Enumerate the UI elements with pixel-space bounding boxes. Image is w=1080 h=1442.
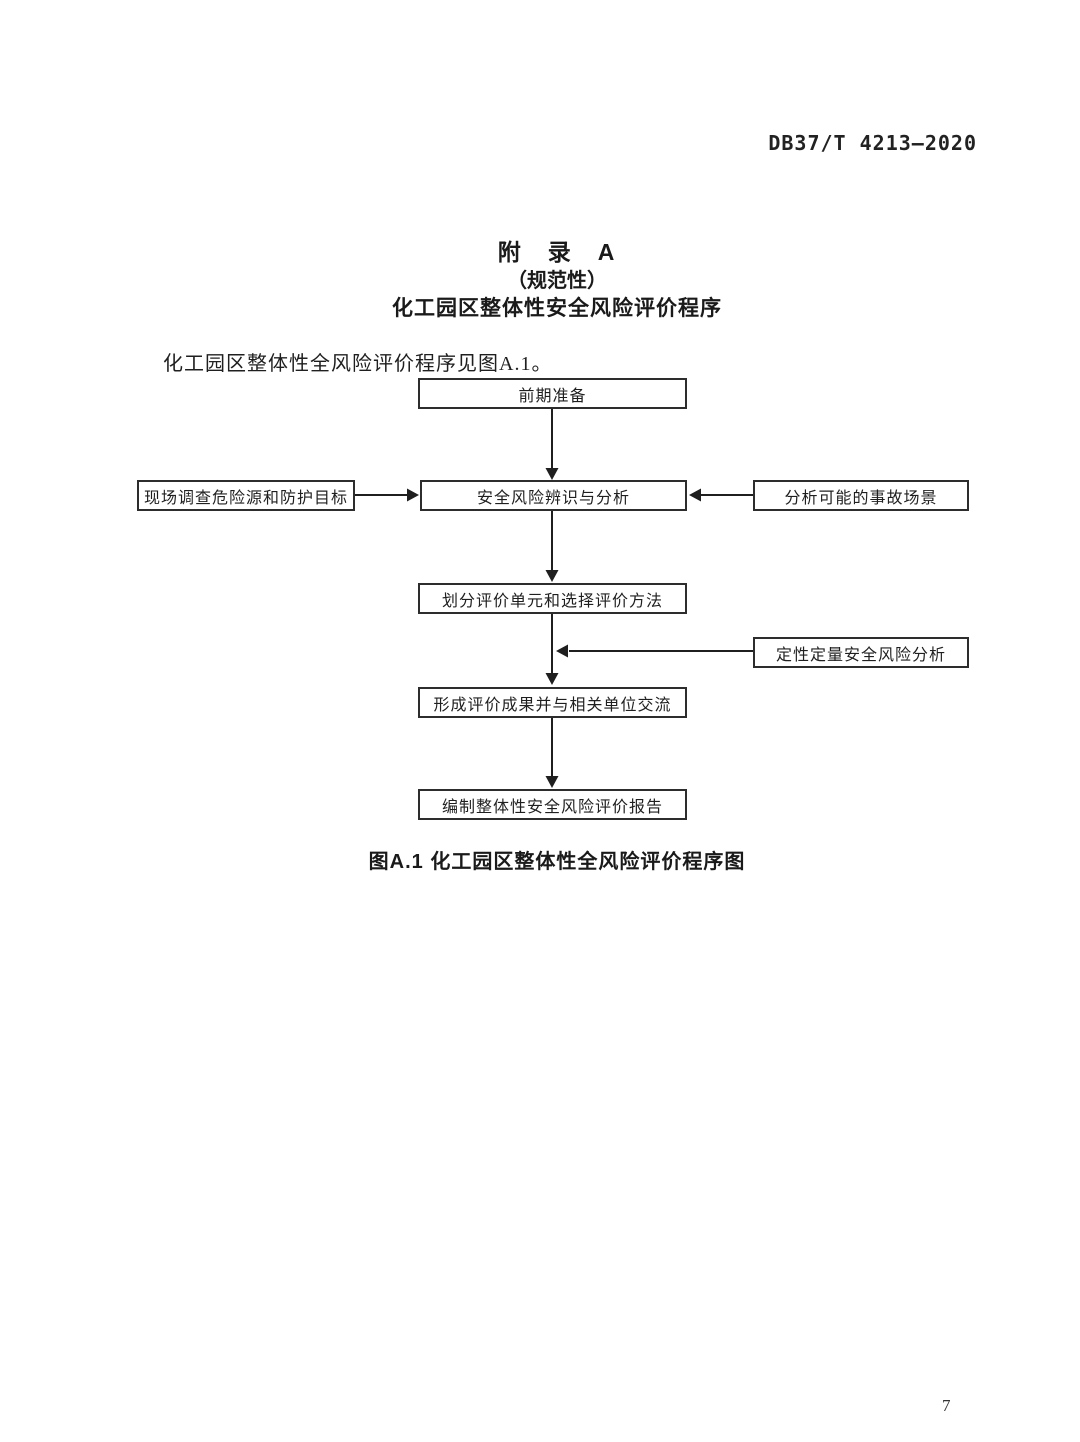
flow-node-risk-identification: 安全风险辨识与分析 <box>420 480 687 511</box>
appendix-title: 附 录 A <box>497 239 617 265</box>
flow-node-results-exchange: 形成评价成果并与相关单位交流 <box>418 687 687 718</box>
flow-node-qualitative-quantitative-analysis: 定性定量安全风险分析 <box>753 637 969 668</box>
appendix-subtitle: （规范性） <box>507 270 607 292</box>
appendix-heading: 化工园区整体性安全风险评价程序 <box>392 297 722 320</box>
figure-caption: 图A.1 化工园区整体性全风险评价程序图 <box>368 851 746 873</box>
flow-node-preparation: 前期准备 <box>418 378 687 409</box>
intro-paragraph: 化工园区整体性全风险评价程序见图A.1。 <box>163 353 553 375</box>
standard-code: DB37/T 4213—2020 <box>768 131 977 155</box>
flow-node-accident-scenarios: 分析可能的事故场景 <box>753 480 969 511</box>
flow-node-report: 编制整体性安全风险评价报告 <box>418 789 687 820</box>
flow-node-evaluation-units: 划分评价单元和选择评价方法 <box>418 583 687 614</box>
flow-node-site-survey: 现场调查危险源和防护目标 <box>137 480 355 511</box>
page-number: 7 <box>942 1396 951 1415</box>
